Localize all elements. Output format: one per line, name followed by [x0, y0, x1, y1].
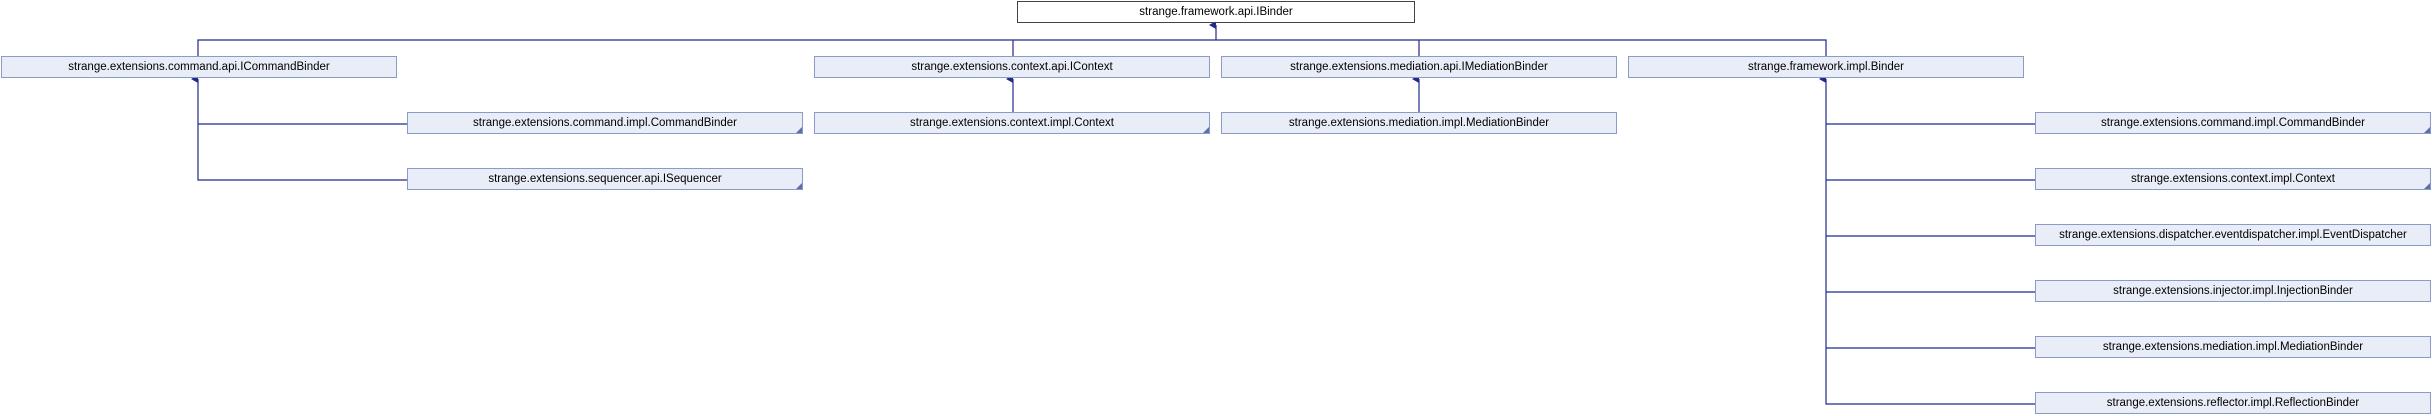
node-binder-context[interactable]: strange.extensions.context.impl.Context	[2035, 168, 2431, 190]
node-label: strange.extensions.context.impl.Context	[2131, 173, 2335, 185]
node-label: strange.extensions.mediation.api.IMediat…	[1290, 61, 1548, 73]
node-label: strange.extensions.command.impl.CommandB…	[2101, 117, 2365, 129]
node-label: strange.extensions.context.api.IContext	[911, 61, 1113, 73]
corner-marker	[796, 127, 802, 133]
corner-marker	[796, 183, 802, 189]
node-mediationbinder[interactable]: strange.extensions.mediation.impl.Mediat…	[1221, 112, 1617, 134]
node-reflectionbinder[interactable]: strange.extensions.reflector.impl.Reflec…	[2035, 392, 2431, 414]
node-label: strange.extensions.mediation.impl.Mediat…	[2102, 341, 2364, 353]
node-isequencer[interactable]: strange.extensions.sequencer.api.ISequen…	[407, 168, 803, 190]
node-binder-mediationbinder[interactable]: strange.extensions.mediation.impl.Mediat…	[2035, 336, 2431, 358]
node-label: strange.extensions.command.api.ICommandB…	[68, 61, 330, 73]
node-label: strange.extensions.reflector.impl.Reflec…	[2106, 397, 2360, 409]
node-label: strange.extensions.command.impl.CommandB…	[473, 117, 737, 129]
node-commandbinder[interactable]: strange.extensions.command.impl.CommandB…	[407, 112, 803, 134]
node-binder[interactable]: strange.framework.impl.Binder	[1628, 56, 2024, 78]
node-icontext[interactable]: strange.extensions.context.api.IContext	[814, 56, 1210, 78]
node-label: strange.extensions.mediation.impl.Mediat…	[1288, 117, 1550, 129]
corner-marker	[1203, 127, 1209, 133]
node-label: strange.framework.api.IBinder	[1139, 6, 1293, 18]
node-eventdispatcher[interactable]: strange.extensions.dispatcher.eventdispa…	[2035, 224, 2431, 246]
node-label: strange.extensions.injector.impl.Injecti…	[2113, 285, 2353, 297]
node-injectionbinder[interactable]: strange.extensions.injector.impl.Injecti…	[2035, 280, 2431, 302]
edge-binder-children	[1826, 79, 2035, 405]
node-binder-commandbinder[interactable]: strange.extensions.command.impl.CommandB…	[2035, 112, 2431, 134]
node-ibinder[interactable]: strange.framework.api.IBinder	[1017, 1, 1415, 23]
node-label: strange.extensions.dispatcher.eventdispa…	[2059, 229, 2407, 241]
edge-icommandbinder-children	[198, 79, 407, 181]
node-label: strange.extensions.context.impl.Context	[910, 117, 1114, 129]
node-label: strange.framework.impl.Binder	[1748, 61, 1904, 73]
corner-marker	[2424, 183, 2430, 189]
node-imediationbinder[interactable]: strange.extensions.mediation.api.IMediat…	[1221, 56, 1617, 78]
node-icommandbinder[interactable]: strange.extensions.command.api.ICommandB…	[1, 56, 397, 78]
edge-level1-to-root	[197, 25, 1827, 56]
node-label: strange.extensions.sequencer.api.ISequen…	[488, 173, 722, 185]
node-context[interactable]: strange.extensions.context.impl.Context	[814, 112, 1210, 134]
corner-marker	[2424, 127, 2430, 133]
